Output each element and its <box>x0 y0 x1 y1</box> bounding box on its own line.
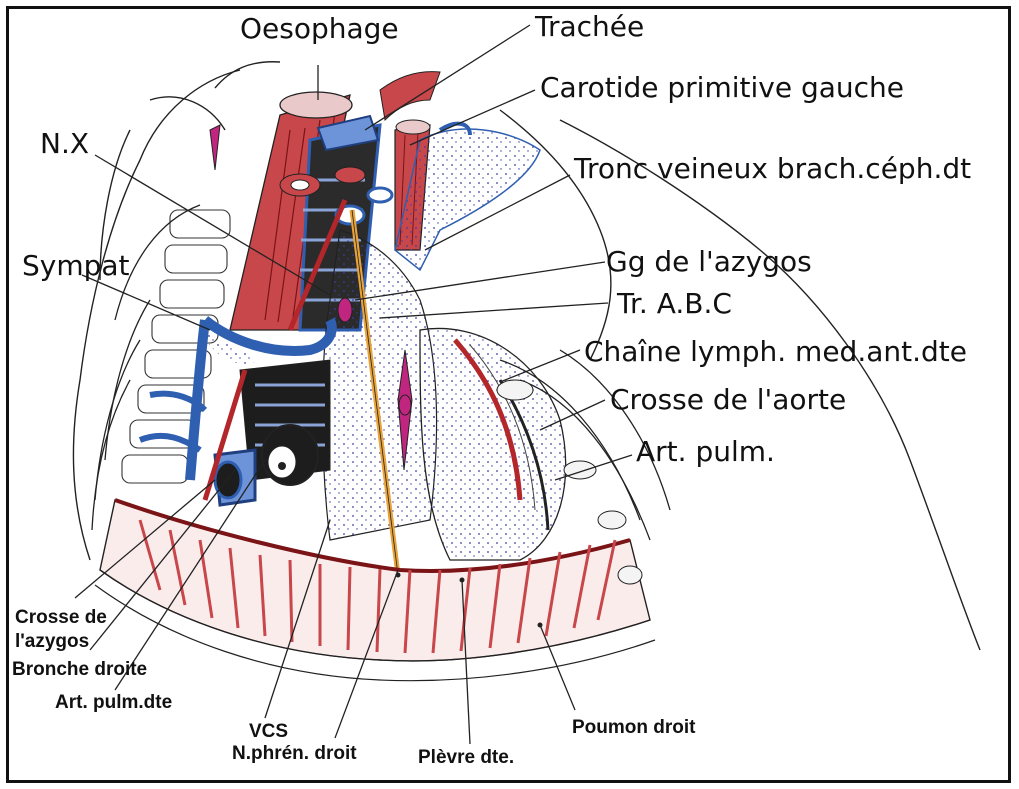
lung-root <box>215 360 330 505</box>
label-gg-azygos: Gg de l'azygos <box>606 248 812 276</box>
label-bronche-droite: Bronche droite <box>12 660 147 679</box>
label-nx: N.X <box>40 130 89 158</box>
pericardium <box>420 328 566 560</box>
label-oesophage: Oesophage <box>240 15 399 43</box>
label-trachee: Trachée <box>535 13 644 41</box>
label-chaine-lymph: Chaîne lymph. med.ant.dte <box>584 338 967 366</box>
label-poumon-droit: Poumon droit <box>572 718 695 737</box>
label-crosse-aorte: Crosse de l'aorte <box>610 386 846 414</box>
superior-vena-cava <box>323 230 437 540</box>
label-tr-abc: Tr. A.B.C <box>617 290 732 318</box>
label-crosse-azygos-1: Crosse de <box>15 608 107 627</box>
label-plevre: Plèvre dte. <box>418 748 514 767</box>
label-art-pulm: Art. pulm. <box>636 438 775 466</box>
label-crosse-azygos-2: l'azygos <box>15 632 89 651</box>
label-vcs: VCS <box>249 722 288 741</box>
label-art-pulm-dte: Art. pulm.dte <box>55 693 172 712</box>
label-sympat: Sympat <box>22 252 130 280</box>
label-tronc-veineux: Tronc veineux brach.céph.dt <box>574 155 971 183</box>
label-carotide: Carotide primitive gauche <box>540 74 904 102</box>
label-n-phren: N.phrén. droit <box>232 744 357 763</box>
